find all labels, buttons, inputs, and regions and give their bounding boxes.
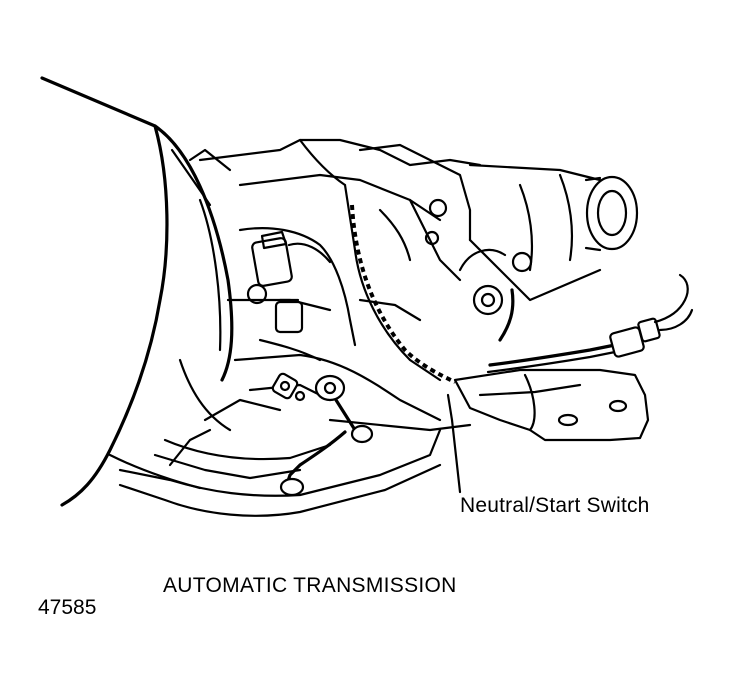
switch-connector <box>246 230 332 334</box>
transmission-case <box>198 138 482 432</box>
shift-linkage <box>271 372 374 497</box>
wiring-harness <box>486 273 694 374</box>
figure-number: 47585 <box>38 596 97 619</box>
crossmember-mount <box>453 368 650 442</box>
tail-housing <box>458 163 639 316</box>
neutral-start-switch-label: Neutral/Start Switch <box>460 494 650 517</box>
figure-caption: AUTOMATIC TRANSMISSION <box>163 574 457 597</box>
callout-leader-line <box>446 393 462 494</box>
bell-housing <box>40 76 234 507</box>
oil-pan <box>118 428 442 517</box>
